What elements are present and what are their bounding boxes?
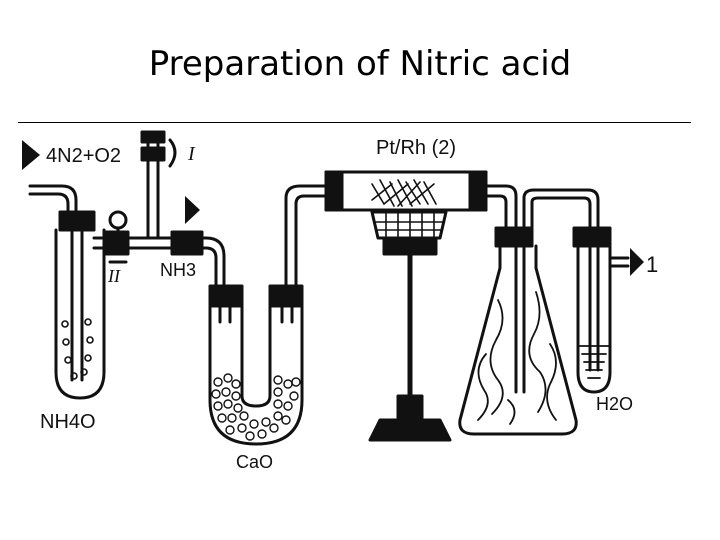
stopper-water [572,226,612,248]
conical-flask [458,244,578,436]
stopper-chamber-left [324,170,344,212]
valve-two [104,230,130,256]
title-divider [18,122,691,123]
stopper-chamber-right [468,170,488,212]
nitric-fumes [477,291,557,425]
joint-ammonia [170,230,204,256]
inlet-tube [28,184,78,220]
slide-title: Preparation of Nitric acid [148,44,572,84]
tube-ammonium [54,228,106,400]
bubbles-ammonium [61,318,94,380]
label-marker-two: II [107,266,121,286]
catalyst-gauze [371,179,437,207]
label-water: H2O [596,394,633,414]
water-level [577,345,611,379]
label-calcium-oxide: CaO [236,452,273,472]
label-outlet: 1 [646,252,658,277]
ammonia-arrow-icon [185,196,200,224]
tap-one [140,146,166,162]
label-catalyst: Pt/Rh (2) [376,137,456,159]
stopper-tube1 [58,210,96,232]
cao-granules [211,373,301,441]
label-gas-inlet: 4N2+O2 [46,145,121,167]
label-ammonia: NH3 [160,260,196,280]
inlet-arrow-icon [22,140,40,170]
tube-water [576,244,612,394]
u-tube-inner [240,304,272,408]
catalyst-chamber [324,170,488,212]
burner-gauze [370,210,448,240]
u-tube-outer [208,304,304,446]
valve-two-handle-icon [108,210,128,230]
label-ammonium-hydroxide: NH4O [40,411,96,433]
outlet-arrow-icon [630,248,644,276]
stopper-utube-right [268,284,304,308]
stopper-utube-left [208,284,244,308]
stopper-conical [494,226,534,248]
label-marker-one: I [187,143,196,165]
